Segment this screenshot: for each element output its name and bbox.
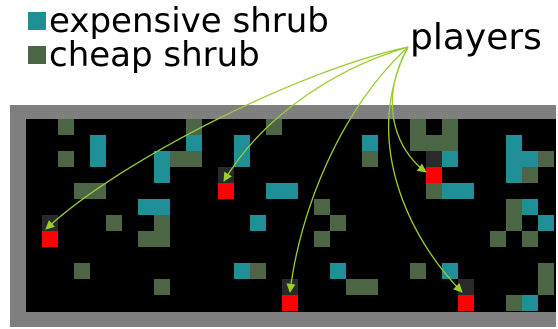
cheap-shrub-cell (106, 215, 122, 231)
cheap-shrub-cell (426, 135, 442, 151)
cheap-shrub-cell (138, 231, 154, 247)
cheap-shrub-cell (522, 167, 538, 183)
cheap-shrub-cell (170, 151, 186, 167)
expensive-shrub-cell (154, 167, 170, 183)
expensive-shrub-cell (90, 135, 106, 151)
cheap-shrub-cell (410, 263, 426, 279)
expensive-shrub-cell (234, 135, 250, 151)
expensive-shrub-cell (138, 199, 154, 215)
cheap-shrub-cell (362, 279, 378, 295)
cheap-shrub-cell (330, 215, 346, 231)
expensive-shrub-cell (266, 183, 282, 199)
cheap-shrub-cell (410, 119, 426, 135)
legend: expensive shrub cheap shrub (28, 4, 329, 72)
cheap-shrub-cell (442, 119, 458, 135)
cheap-shrub-cell (522, 231, 538, 247)
expensive-shrub-cell (506, 167, 522, 183)
cheap-shrub-cell (266, 119, 282, 135)
expensive-shrub-cell (234, 151, 250, 167)
expensive-shrub-cell (90, 151, 106, 167)
expensive-shrub-cell (154, 199, 170, 215)
legend-item-expensive-shrub: expensive shrub (28, 4, 329, 38)
player-marker (42, 231, 58, 247)
player-trail-cell (42, 215, 58, 231)
cheap-shrub-cell (506, 215, 522, 231)
cheap-shrub-cell (90, 183, 106, 199)
legend-label: cheap shrub (49, 35, 260, 75)
expensive-shrub-cell (506, 151, 522, 167)
expensive-shrub-cell (522, 199, 538, 215)
legend-item-cheap-shrub: cheap shrub (28, 38, 329, 72)
expensive-shrub-cell (522, 295, 538, 311)
expensive-shrub-cell (362, 135, 378, 151)
player-trail-cell (282, 279, 298, 295)
player-trail-cell (218, 167, 234, 183)
cheap-shrub-cell (154, 215, 170, 231)
expensive-shrub-cell (250, 215, 266, 231)
player-trail-cell (458, 279, 474, 295)
expensive-shrub-cell (538, 215, 554, 231)
cheap-shrub-cell (186, 151, 202, 167)
expensive-shrub-cell (522, 151, 538, 167)
player-trail-cell (426, 151, 442, 167)
cheap-shrub-cell (538, 279, 554, 295)
cheap-shrub-cell (346, 279, 362, 295)
cheap-shrub-cell (74, 183, 90, 199)
player-marker (426, 167, 442, 183)
expensive-shrub-swatch (28, 12, 46, 30)
cheap-shrub-cell (314, 231, 330, 247)
cheap-shrub-cell (314, 199, 330, 215)
expensive-shrub-cell (154, 151, 170, 167)
expensive-shrub-cell (442, 183, 458, 199)
expensive-shrub-cell (282, 183, 298, 199)
cheap-shrub-cell (426, 183, 442, 199)
cheap-shrub-cell (58, 119, 74, 135)
legend-label: expensive shrub (49, 1, 329, 41)
cheap-shrub-cell (186, 119, 202, 135)
expensive-shrub-cell (330, 263, 346, 279)
cheap-shrub-cell (538, 263, 554, 279)
player-marker (218, 183, 234, 199)
expensive-shrub-cell (442, 263, 458, 279)
cheap-shrub-cell (490, 231, 506, 247)
cheap-shrub-cell (538, 151, 554, 167)
expensive-shrub-cell (442, 151, 458, 167)
cheap-shrub-cell (154, 231, 170, 247)
player-marker (458, 295, 474, 311)
cheap-shrub-cell (506, 199, 522, 215)
expensive-shrub-cell (186, 135, 202, 151)
player-marker (282, 295, 298, 311)
cheap-shrub-swatch (28, 46, 46, 64)
cheap-shrub-cell (506, 295, 522, 311)
expensive-shrub-cell (506, 135, 522, 151)
cheap-shrub-cell (58, 151, 74, 167)
cheap-shrub-cell (410, 135, 426, 151)
cheap-shrub-cell (362, 151, 378, 167)
cheap-shrub-cell (250, 263, 266, 279)
players-label: players (410, 17, 542, 58)
cheap-shrub-cell (154, 279, 170, 295)
game-field (26, 119, 556, 312)
cheap-shrub-cell (442, 135, 458, 151)
expensive-shrub-cell (458, 183, 474, 199)
expensive-shrub-cell (234, 263, 250, 279)
cheap-shrub-cell (74, 263, 90, 279)
